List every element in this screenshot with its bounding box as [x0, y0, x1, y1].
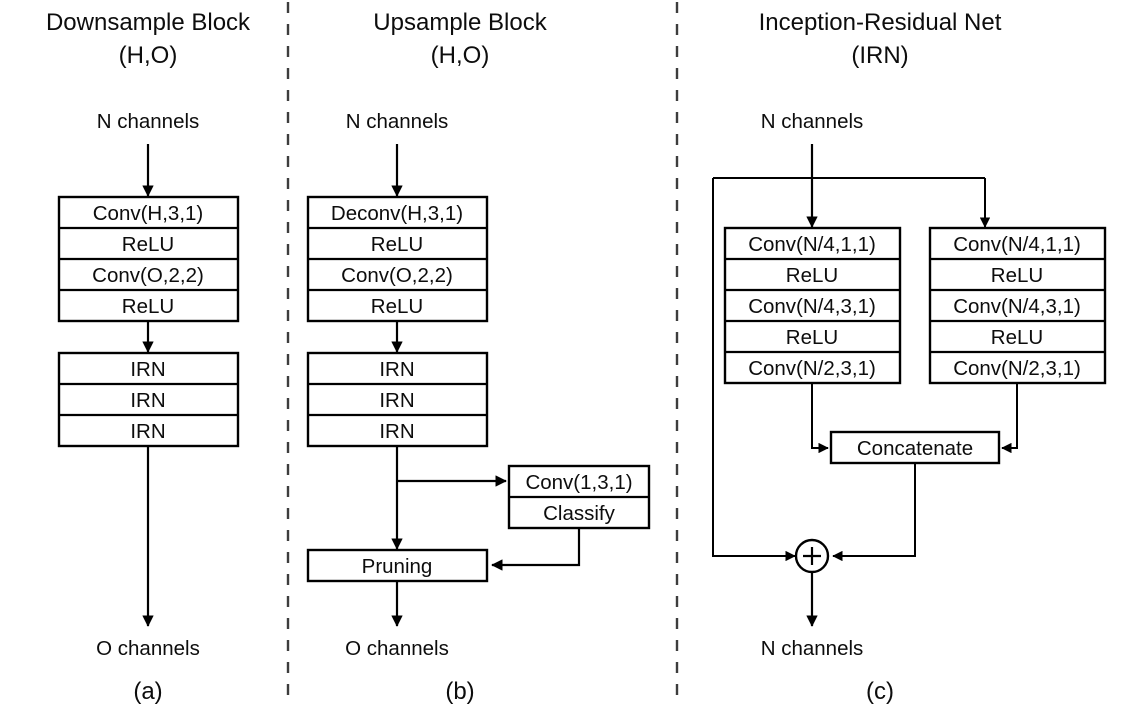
panel-a-caption: (a) [133, 678, 162, 705]
panel-b-output-label: O channels [345, 637, 449, 660]
panel-c-left-row-3: ReLU [786, 326, 838, 349]
panel-c-residual-skip [712, 178, 796, 562]
panel-c-left-to-concat [811, 383, 829, 454]
panel-c-right-row-3: ReLU [991, 326, 1043, 349]
panel-b-stack1-row-3: ReLU [371, 295, 423, 318]
panel-c-title-line1: Inception-Residual Net [759, 9, 1002, 36]
panel-b-stack2-outline [306, 351, 489, 448]
panel-b-branch-row-0: Conv(1,3,1) [525, 471, 632, 494]
panel-a-title-line2: (H,O) [119, 42, 178, 69]
panel-b-stack1-row-0: Deconv(H,3,1) [331, 202, 463, 225]
panel-b-caption: (b) [445, 678, 474, 705]
panel-b-title-line2: (H,O) [431, 42, 490, 69]
panel-a-stack1-row-1: ReLU [122, 233, 174, 256]
panel-c-right-row-2: Conv(N/4,3,1) [953, 295, 1081, 318]
panel-b-classifier-to-pruning [491, 528, 581, 571]
panel-a-stack2-row-1: IRN [130, 389, 165, 412]
panel-a-stack2-row-2: IRN [130, 420, 165, 443]
panel-c-right-stack-outline [928, 226, 1107, 385]
panel-c-concat-label: Concatenate [857, 437, 973, 460]
panel-c-caption: (c) [866, 678, 894, 705]
panel-c-input-label: N channels [761, 110, 864, 133]
panel-c-right-row-1: ReLU [991, 264, 1043, 287]
panel-a-stack1-row-2: Conv(O,2,2) [92, 264, 204, 287]
panel-b-stack2-row-0: IRN [379, 358, 414, 381]
panel-c-title-line2: (IRN) [851, 42, 908, 69]
panel-b-branch-row-1: Classify [543, 502, 616, 525]
panel-c-right-row-4: Conv(N/2,3,1) [953, 357, 1081, 380]
panel-c-output-label: N channels [761, 637, 864, 660]
panel-b-stack2-row-1: IRN [379, 389, 414, 412]
panel-b-input-label: N channels [346, 110, 449, 133]
panel-b-stack2-row-2: IRN [379, 420, 414, 443]
panel-a-output-label: O channels [96, 637, 200, 660]
panel-c-right-to-concat [1001, 383, 1018, 454]
panel-c-left-row-4: Conv(N/2,3,1) [748, 357, 876, 380]
panel-a-stack2-row-0: IRN [130, 358, 165, 381]
panel-a-stack2-outline [57, 351, 240, 448]
panel-c-right-row-0: Conv(N/4,1,1) [953, 233, 1081, 256]
panel-b-stack1-row-1: ReLU [371, 233, 423, 256]
panel-c-left-row-0: Conv(N/4,1,1) [748, 233, 876, 256]
panel-a-title-line1: Downsample Block [46, 9, 251, 36]
panel-b-stack1-row-2: Conv(O,2,2) [341, 264, 453, 287]
panel-b-title-line1: Upsample Block [373, 9, 547, 36]
panel-b-pruning-label: Pruning [362, 555, 433, 578]
panel-c-concat-to-adder [832, 463, 916, 562]
panel-c-left-row-1: ReLU [786, 264, 838, 287]
panel-a-stack1-row-3: ReLU [122, 295, 174, 318]
panel-c-left-stack-outline [723, 226, 902, 385]
panel-a-input-label: N channels [97, 110, 200, 133]
panel-c-left-row-2: Conv(N/4,3,1) [748, 295, 876, 318]
panel-a-stack1-row-0: Conv(H,3,1) [93, 202, 204, 225]
